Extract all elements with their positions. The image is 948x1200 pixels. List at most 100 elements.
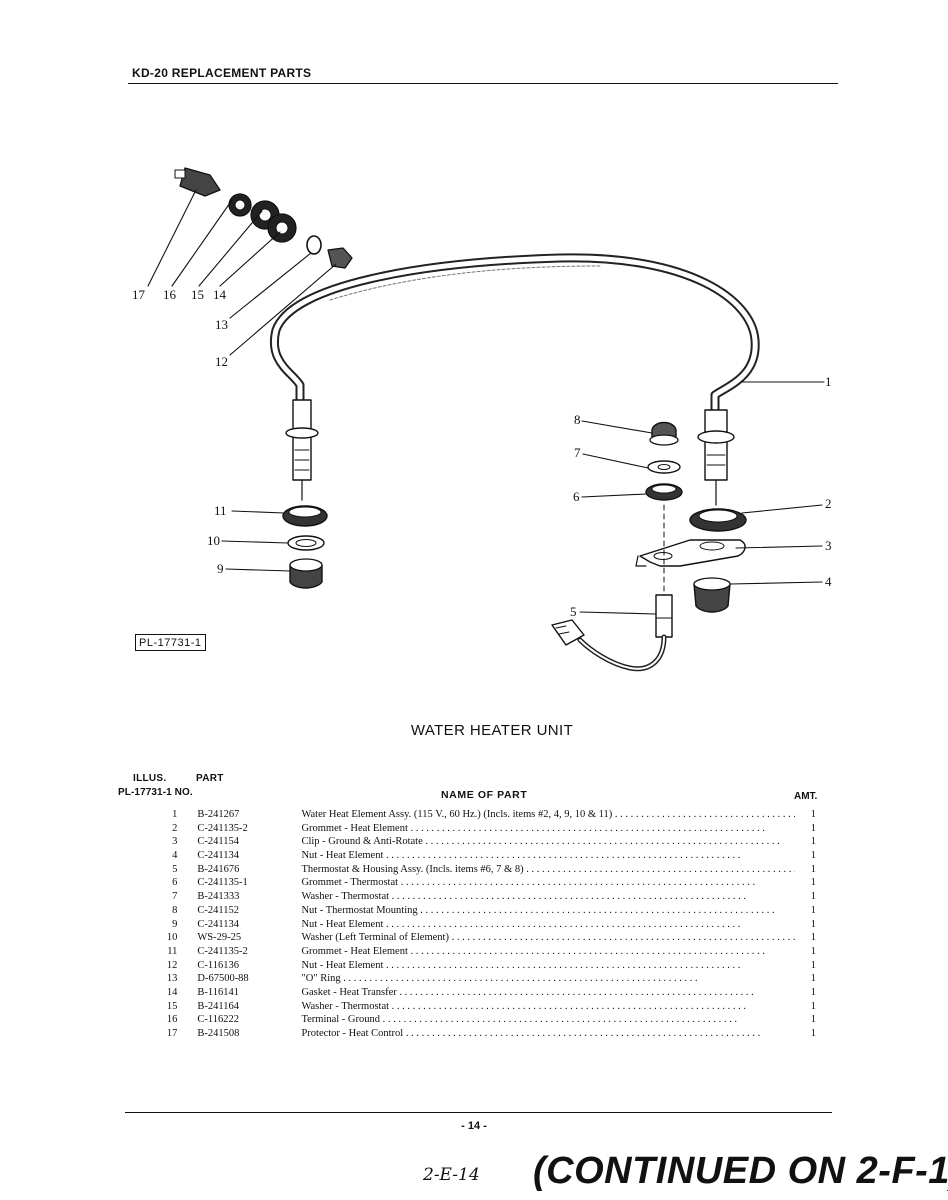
part-name-text: Washer (Left Terminal of Element) [301, 932, 449, 944]
illus-no-cell: 5 [172, 863, 178, 875]
dot-leader: . . . . . . . . . . . . . . . . . . . . … [526, 863, 794, 875]
part-name-text: Washer - Thermostat [301, 1000, 390, 1012]
callout-11: 11 [214, 503, 227, 518]
illus-no-cell: 13 [166, 973, 178, 985]
amount-cell: 1 [810, 904, 816, 916]
illus-no-cell: 4 [172, 850, 178, 862]
part-no-cell: C-241134 [197, 850, 239, 862]
col-header-amt: AMT. [794, 791, 818, 802]
exploded-parts-diagram [147, 167, 825, 672]
part-no-cell: C-241135-1 [197, 877, 248, 889]
heating-element-tube [269, 253, 760, 415]
amount-cell: 1 [810, 877, 816, 889]
fiche-reference: 2-E-14 [423, 1165, 480, 1185]
amount-cell: 1 [810, 918, 816, 930]
illus-no-cell: 3 [172, 836, 178, 848]
part-no-cell: B-241676 [197, 863, 240, 875]
illus-no-cell: 6 [172, 877, 178, 889]
dot-leader: . . . . . . . . . . . . . . . . . . . . … [398, 877, 756, 889]
left-terminal [292, 399, 312, 481]
part-name-cell: Thermostat & Housing Assy. (Incls. items… [285, 863, 794, 877]
part-name-text: Washer - Thermostat [301, 891, 390, 903]
dot-leader: . . . . . . . . . . . . . . . . . . . . … [407, 945, 765, 957]
page-header-title: KD-20 REPLACEMENT PARTS [132, 66, 312, 80]
continued-notice: (CONTINUED ON 2-F-1) [533, 1150, 948, 1192]
table-row: 5 B-241676 Thermostat & Housing Assy. (Inc… [148, 863, 828, 877]
dot-leader: . . . . . . . . . . . . . . . . . . . . … [389, 1000, 747, 1012]
col-header-part: PART [196, 773, 224, 784]
part-no-cell: B-241333 [197, 891, 240, 903]
part-4-nut [693, 583, 731, 613]
drawing-id-box: PL-17731-1 [135, 634, 206, 651]
part-name-cell: Grommet - Heat Element . . . . . . . . .… [285, 822, 794, 836]
dot-leader: . . . . . . . . . . . . . . . . . . . . … [380, 1014, 738, 1026]
part-no-cell: B-241267 [197, 809, 240, 820]
table-row: 6 C-241135-1 Grommet - Thermostat . . . . … [148, 876, 828, 890]
part-name-text: Nut - Heat Element [301, 918, 384, 930]
part-name-cell: Gasket - Heat Transfer . . . . . . . . .… [285, 986, 794, 1000]
part-name-cell: Nut - Thermostat Mounting . . . . . . . … [285, 904, 794, 918]
part-name-cell: Protector - Heat Control . . . . . . . .… [285, 1027, 794, 1041]
illus-no-cell: 14 [166, 986, 178, 998]
part-name-text: Terminal - Ground [301, 1014, 381, 1026]
amount-cell: 1 [810, 809, 816, 820]
part-no-cell: B-241508 [197, 1028, 240, 1039]
callout-6: 6 [573, 489, 580, 504]
callout-17: 17 [132, 287, 145, 302]
dot-leader: . . . . . . . . . . . . . . . . . . . . … [448, 932, 795, 944]
callout-14: 14 [213, 287, 226, 302]
illus-no-cell: 17 [166, 1028, 178, 1039]
part-name-cell: Water Heat Element Assy. (115 V., 60 Hz.… [285, 808, 794, 822]
amount-cell: 1 [810, 986, 816, 998]
part-name-text: Nut - Heat Element [301, 850, 384, 862]
callout-15: 15 [191, 287, 204, 302]
part-no-cell: B-116141 [197, 986, 239, 998]
table-row: 1 B-241267 Water Heat Element Assy. (115 V… [148, 808, 828, 822]
part-name-text: Nut - Thermostat Mounting [301, 904, 418, 916]
callout-16: 16 [163, 287, 176, 302]
dot-leader: . . . . . . . . . . . . . . . . . . . . … [383, 918, 741, 930]
dot-leader: . . . . . . . . . . . . . . . . . . . . … [383, 850, 741, 862]
amount-cell: 1 [810, 891, 816, 903]
part-name-cell: Nut - Heat Element . . . . . . . . . . .… [285, 918, 794, 932]
part-name-text: Grommet - Heat Element [301, 822, 408, 834]
callout-3: 3 [825, 538, 832, 553]
dot-leader: . . . . . . . . . . . . . . . . . . . . … [340, 973, 698, 985]
part-name-cell: Washer (Left Terminal of Element) . . . … [285, 931, 794, 945]
callout-10: 10 [207, 533, 220, 548]
table-row: 14 B-116141 Gasket - Heat Transfer . . . .… [148, 986, 828, 1000]
dot-leader: . . . . . . . . . . . . . . . . . . . . … [614, 809, 795, 820]
dot-leader: . . . . . . . . . . . . . . . . . . . . … [403, 1028, 761, 1039]
callout-9: 9 [217, 561, 224, 576]
section-title: WATER HEATER UNIT [410, 722, 574, 739]
illus-no-cell: 10 [166, 932, 178, 944]
amount-cell: 1 [810, 836, 816, 848]
table-row: 4 C-241134 Nut - Heat Element . . . . . . … [148, 849, 828, 863]
part-name-text: Grommet - Heat Element [301, 945, 408, 957]
illus-no-cell: 11 [167, 945, 178, 957]
illus-no-cell: 12 [166, 959, 178, 971]
part-no-cell: C-116222 [197, 1014, 239, 1026]
part-name-cell: Grommet - Heat Element . . . . . . . . .… [285, 945, 794, 959]
callout-5: 5 [570, 604, 577, 619]
part-name-text: Thermostat & Housing Assy. (Incls. items… [301, 863, 524, 875]
callout-12: 12 [215, 354, 228, 369]
part-no-cell: C-241135-2 [197, 945, 248, 957]
part-name-text: Nut - Heat Element [301, 959, 384, 971]
table-row: 11 C-241135-2 Grommet - Heat Element . . .… [148, 945, 828, 959]
dot-leader: . . . . . . . . . . . . . . . . . . . . … [417, 904, 775, 916]
part-name-cell: "O" Ring . . . . . . . . . . . . . . . .… [285, 972, 794, 986]
part-no-cell: D-67500-88 [197, 973, 249, 985]
amount-cell: 1 [810, 1014, 816, 1026]
table-row: 13 D-67500-88 "O" Ring . . . . . . . . . .… [148, 972, 828, 986]
part-no-cell: C-241134 [197, 918, 239, 930]
col-header-illus-no: PL-17731-1 NO. [118, 787, 193, 798]
part-name-text: Grommet - Thermostat [301, 877, 399, 889]
part-name-text: "O" Ring [301, 973, 341, 985]
part-name-text: Gasket - Heat Transfer [301, 986, 397, 998]
part-name-cell: Terminal - Ground . . . . . . . . . . . … [285, 1013, 794, 1027]
